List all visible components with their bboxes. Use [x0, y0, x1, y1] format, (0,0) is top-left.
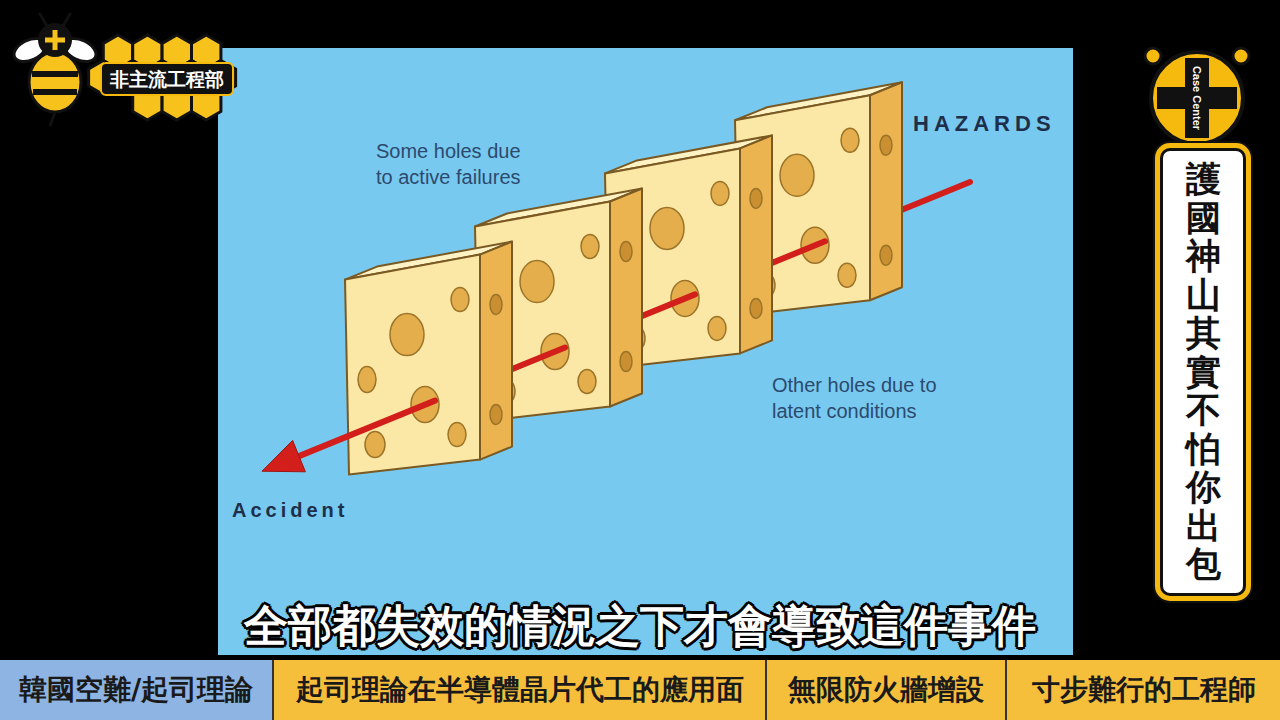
bee-logo — [10, 14, 99, 126]
chapter-tab: 韓國空難/起司理論 — [0, 660, 272, 720]
bee-head — [38, 23, 72, 57]
hazard-arrow — [299, 401, 435, 457]
bee-body — [29, 52, 81, 112]
node-text: 寸步難行的工程師 — [1032, 671, 1256, 709]
node-text: 無限防火牆增設 — [788, 671, 984, 709]
title-column: 護國神山其實不怕你出包 — [1160, 148, 1246, 596]
label-box: Some holes due to active failures — [376, 138, 536, 190]
label-box: HAZARDS — [913, 110, 1056, 139]
bee-stinger — [50, 112, 55, 126]
node-text: 韓國空難/起司理論 — [19, 671, 253, 709]
badge-ear — [1145, 48, 1161, 64]
annotation: Other holes due to latent conditions — [772, 372, 947, 424]
node-text: 非主流工程部 — [110, 67, 224, 91]
subtitle-box: 全部都失效的情況之下才會導致這件事件 — [0, 598, 1280, 654]
node-text: 起司理論在半導體晶片代工的應用面 — [296, 671, 744, 709]
badge-circle: Case Center — [1149, 50, 1245, 146]
honeycomb — [89, 35, 236, 120]
bee-cross — [45, 30, 65, 50]
annotation: Some holes due to active failures — [376, 138, 536, 190]
diagram-panel — [218, 48, 1073, 655]
cheese-slice — [345, 242, 512, 475]
chapter-tab: 起司理論在半導體晶片代工的應用面 — [272, 660, 765, 720]
label-box: Accident — [232, 497, 348, 523]
badge-ear — [1233, 48, 1249, 64]
logo-label: 非主流工程部 — [100, 62, 234, 96]
label-box: Other holes due to latent conditions — [772, 372, 947, 424]
subtitle: 全部都失效的情況之下才會導致這件事件 — [244, 600, 1036, 651]
cross-bar — [1185, 58, 1209, 138]
chapter-tab: 無限防火牆增設 — [765, 660, 1005, 720]
accident-label: Accident — [232, 497, 348, 523]
bee-stripe — [32, 74, 78, 92]
node-text: Case Center — [1191, 66, 1203, 130]
node-text: 護國神山其實不怕你出包 — [1186, 160, 1221, 584]
arrow-head — [262, 440, 305, 471]
chapter-tab: 寸步難行的工程師 — [1005, 660, 1280, 720]
hazards-label: HAZARDS — [913, 110, 1056, 139]
